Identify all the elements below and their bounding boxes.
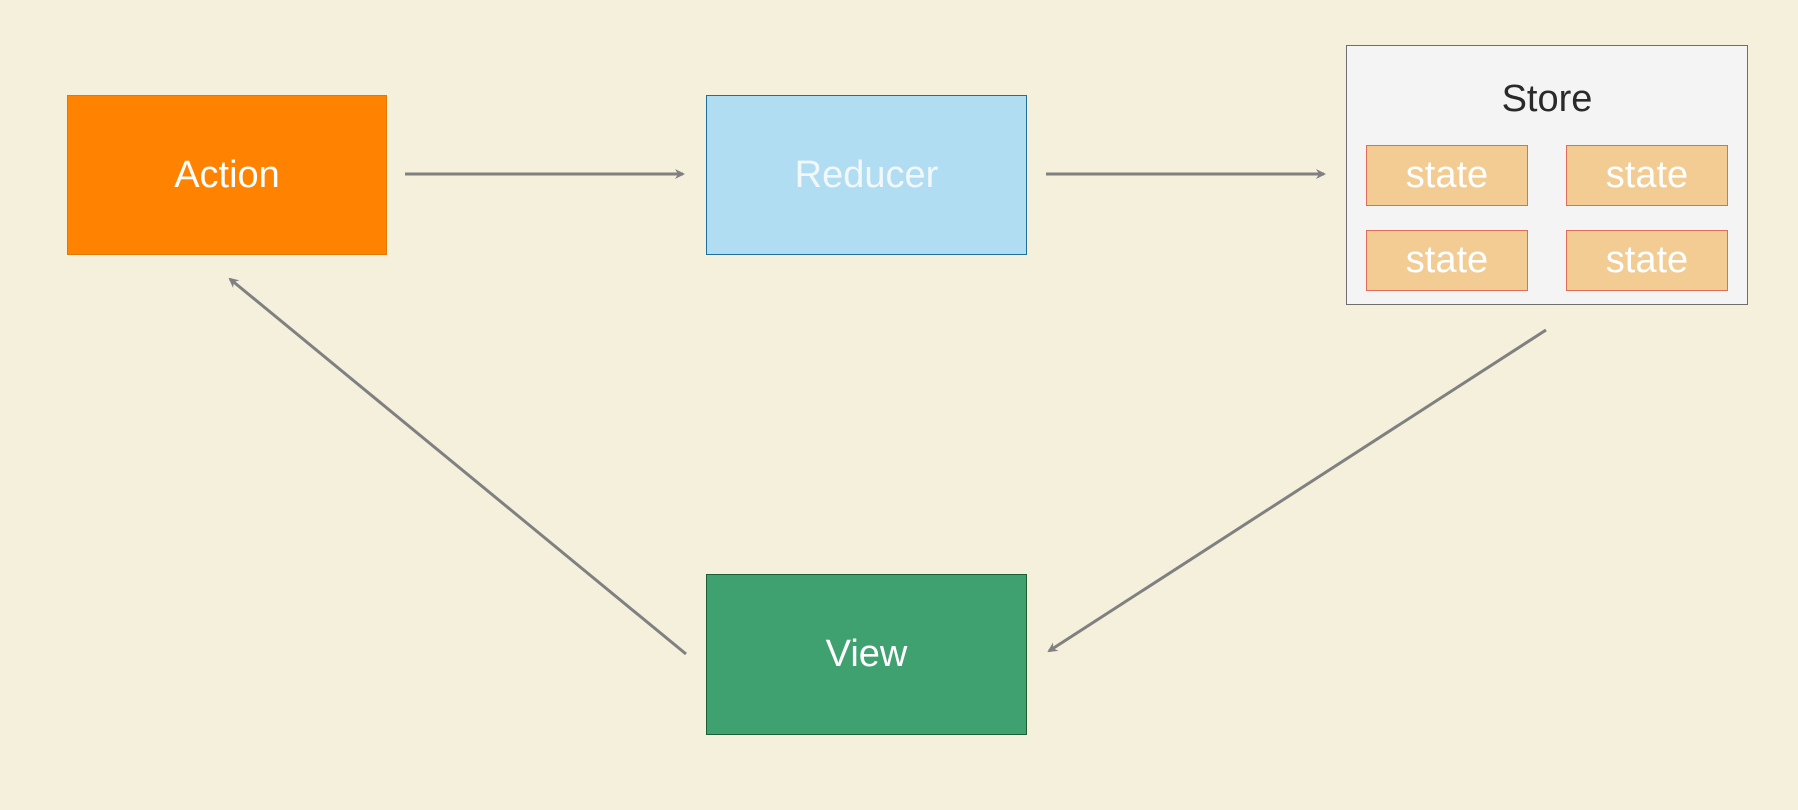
state-label: state <box>1405 154 1489 196</box>
store-node: Store state state state state <box>1346 45 1748 305</box>
state-label: state <box>1605 154 1689 196</box>
state-box: state <box>1566 145 1728 206</box>
action-node: Action <box>67 95 387 255</box>
view-node: View <box>706 574 1027 735</box>
state-label: state <box>1405 239 1489 281</box>
arrow-view-to-action <box>228 277 687 656</box>
state-label: state <box>1605 239 1689 281</box>
reducer-label: Reducer <box>794 153 939 196</box>
state-box: state <box>1366 145 1528 206</box>
store-label: Store <box>1501 78 1593 120</box>
state-box: state <box>1566 230 1728 291</box>
action-label: Action <box>174 153 280 196</box>
view-label: View <box>825 633 908 675</box>
arrow-store-to-view <box>1047 328 1547 653</box>
reducer-node: Reducer <box>706 95 1027 255</box>
state-box: state <box>1366 230 1528 291</box>
